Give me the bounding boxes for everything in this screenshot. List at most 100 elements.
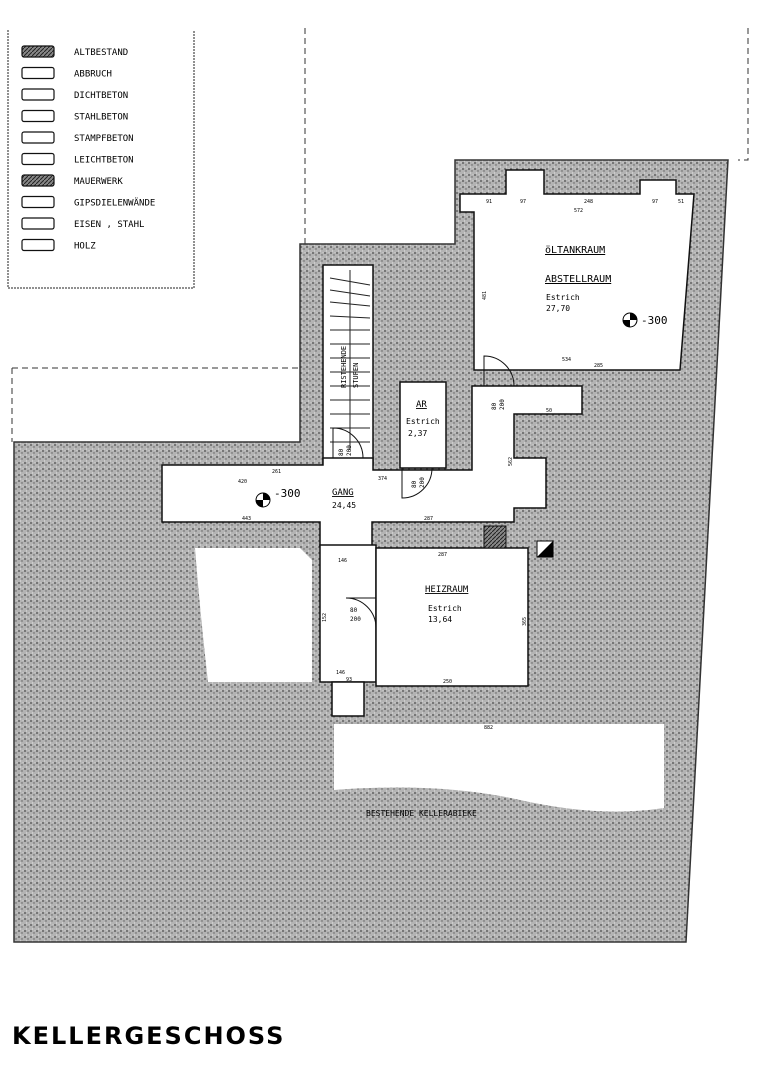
door-tank-h: 200 [499,399,506,410]
tankraum-name: öLTANKRAUM [545,245,605,256]
dim-572: 572 [574,208,583,214]
dim-97a: 97 [520,199,526,205]
door-heiz-h: 200 [350,616,361,623]
legend: ALTBESTAND ABBRUCH DICHTBETON STAHLBETON STA… [7,30,195,289]
dim-93: 93 [346,677,352,683]
dim-443: 443 [242,516,251,522]
legend-item: LEICHTBETON [21,152,134,166]
door-tank-w: 80 [491,402,498,410]
page-title: KELLERGESCHOSS [12,1022,286,1050]
gang-name: GANG [332,488,354,498]
dim-534: 534 [562,357,571,363]
heizraum-floor: Estrich [428,604,462,613]
legend-item: DICHTBETON [21,88,128,101]
door-swing-heiz [345,597,377,629]
door-swings [332,355,515,629]
tankraum-room [459,169,695,371]
dim-285: 285 [594,363,603,369]
gang-area: 24,45 [332,501,356,510]
door-stair-w: 80 [338,448,345,456]
tankraum-floor: Estrich [546,293,580,302]
cellar-room [334,724,664,812]
legend-swatch [21,152,55,166]
passage-room [319,544,377,683]
door-swing-stair [332,427,364,459]
ar-floor: Estrich [406,417,440,426]
stair-label-2: STUFEN [352,363,360,388]
upper-outline [11,28,749,442]
dim-365: 365 [522,617,528,626]
dim-97b: 97 [652,199,658,205]
heizraum-room [375,547,529,687]
dim-287a: 287 [424,516,433,522]
door-ar-h: 200 [419,477,426,488]
legend-swatch [21,238,55,252]
legend-label: EISEN , STAHL [74,220,144,230]
door-ar-w: 80 [411,480,418,488]
door-swing-ar [401,467,433,499]
door-swing-tank [483,355,515,387]
legend-item: HOLZ [21,238,96,252]
level-marker-tank [622,312,638,328]
dim-420: 420 [238,479,247,485]
heizraum-name: HEIZRAUM [425,585,469,595]
door-stair-h: 200 [346,445,353,456]
level-marker-gang [255,492,271,508]
dim-51: 51 [678,199,684,205]
legend-swatch [21,45,55,58]
legend-item: ABBRUCH [21,66,112,80]
legend-swatch [21,217,55,230]
passage-lower [331,681,365,717]
legend-label: ABBRUCH [74,70,112,80]
legend-swatch [21,88,55,101]
dim-50: 50 [546,408,552,414]
legend-label: ALTBESTAND [74,48,128,58]
dim-152: 152 [322,613,328,622]
section-marker [536,540,554,558]
dim-248: 248 [584,199,593,205]
legend-item: STAHLBETON [21,109,128,123]
legend-label: MAUERWERK [74,177,123,187]
legend-label: STAHLBETON [74,113,128,123]
dim-562: 562 [508,457,514,466]
dim-146b: 146 [336,670,345,676]
legend-swatch [21,109,55,123]
tankraum-level: -300 [641,314,668,327]
stair-treads [329,270,371,450]
legend-label: STAMPFBETON [74,134,134,144]
door-heiz-w: 80 [350,607,358,614]
dim-250: 250 [443,679,452,685]
legend-label: DICHTBETON [74,91,128,101]
heizraum-area: 13,64 [428,615,452,624]
legend-swatch [21,174,55,187]
legend-item: GIPSDIELENWÄNDE [21,195,155,209]
legend-swatch [21,195,55,209]
tankraum-name2: ABSTELLRAUM [545,274,611,285]
dim-882: 882 [484,725,493,731]
ar-area: 2,37 [408,429,427,438]
legend-swatch [21,66,55,80]
ar-name: AR [416,400,427,410]
legend-label: LEICHTBETON [74,156,134,166]
dim-261: 261 [272,469,281,475]
void-left [195,548,312,682]
dim-91: 91 [486,199,492,205]
dim-146a: 146 [338,558,347,564]
cellar-name: BESTEHENDE KELLERABIEKE [366,809,477,818]
ar-room [399,381,447,469]
dim-287b: 287 [438,552,447,558]
tankraum-area: 27,70 [546,304,570,313]
stair-label-1: RISTEHENDE [340,346,348,388]
dim-481: 481 [482,291,488,300]
legend-item: MAUERWERK [21,174,123,187]
gang-level: -300 [274,487,301,500]
legend-item: EISEN , STAHL [21,217,144,230]
legend-label: GIPSDIELENWÄNDE [74,198,155,209]
legend-swatch [21,131,55,144]
chimney [483,525,507,549]
legend-item: STAMPFBETON [21,131,134,144]
legend-item: ALTBESTAND [21,45,128,58]
dim-374: 374 [378,476,387,482]
legend-label: HOLZ [74,242,96,252]
